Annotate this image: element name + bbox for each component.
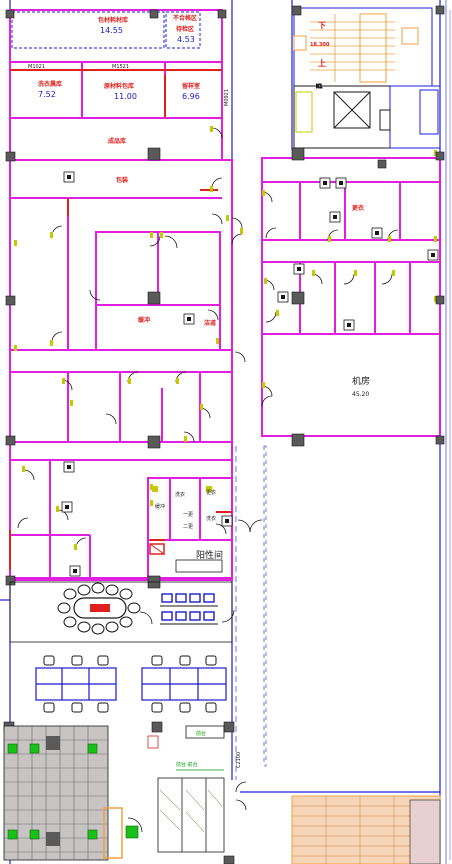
- finished-store-label: 成品库: [108, 137, 126, 145]
- changing-label: 更衣: [352, 204, 364, 212]
- buffer-label: 缓冲: [138, 316, 150, 324]
- stair-elevation-label: 18.300: [310, 42, 330, 48]
- positive-room-label: 阳性间: [196, 549, 223, 561]
- box-label: 前台: [196, 730, 206, 737]
- small-label-1: 缓冲: [155, 503, 165, 510]
- packaging-area-label: 包装: [116, 176, 128, 184]
- positive-room-details: [149, 486, 223, 573]
- conference-room: [9, 581, 233, 643]
- stair-up-label: 上: [318, 58, 326, 68]
- material-room-label: 原材料包库: [104, 82, 134, 90]
- lift-tag-label: K1: [316, 84, 322, 90]
- stairwell-top: 下 上 18.300: [293, 7, 433, 87]
- door-m2-label: M1521: [112, 64, 129, 70]
- stair-down-label: 下: [318, 21, 326, 30]
- sample-area-label: 6.96: [182, 92, 200, 101]
- corridor-label: 洁道: [204, 319, 216, 327]
- equipment-inner-marks: [65, 175, 435, 573]
- hatched-zone: [3, 725, 139, 861]
- machine-area-label: 45.20: [352, 391, 369, 398]
- wash-area-label: 7.52: [38, 90, 56, 99]
- structural-columns: [3, 5, 445, 864]
- small-label-6: 洗衣: [206, 515, 216, 522]
- reject-room-label: 不合格区: [173, 14, 197, 22]
- room-labels: 包材耗材库 14.55 不合格区 待检区 4.53 M1021 M1521 M0…: [28, 14, 370, 768]
- packing-room-label: 包材耗材库: [98, 16, 128, 24]
- reject-room-sub-label: 待检区: [176, 25, 194, 33]
- elevator-shafts: K1: [293, 84, 441, 149]
- small-label-5: 二更: [183, 524, 193, 530]
- green-label: 前台 前台: [176, 761, 198, 768]
- stairwell-bottom: [291, 795, 441, 864]
- interior-walls-right: [261, 157, 441, 437]
- wash-room-label: 洗衣晨库: [38, 80, 62, 88]
- red-walls: [9, 69, 232, 570]
- interior-walls: [9, 9, 233, 581]
- small-label-2: 洗衣: [175, 491, 185, 498]
- door-m3-label: M0921: [224, 89, 230, 106]
- right-strip: [235, 445, 267, 780]
- sample-room-label: 留样室: [182, 82, 200, 90]
- small-label-3: 更衣: [206, 489, 216, 496]
- cz-label: C2100: [236, 752, 242, 768]
- reception-area: [127, 725, 225, 853]
- packing-area-label: 14.55: [100, 26, 123, 35]
- door-jambs: [14, 126, 437, 550]
- machine-room-label: 机房: [352, 375, 370, 387]
- dashed-enclosures: [11, 11, 201, 49]
- office-desks: [35, 655, 227, 713]
- material-area-label: 11.00: [114, 92, 137, 101]
- small-label-4: 一更: [183, 512, 193, 518]
- door-m1-label: M1021: [28, 64, 45, 70]
- reject-area-label: 4.53: [177, 35, 195, 44]
